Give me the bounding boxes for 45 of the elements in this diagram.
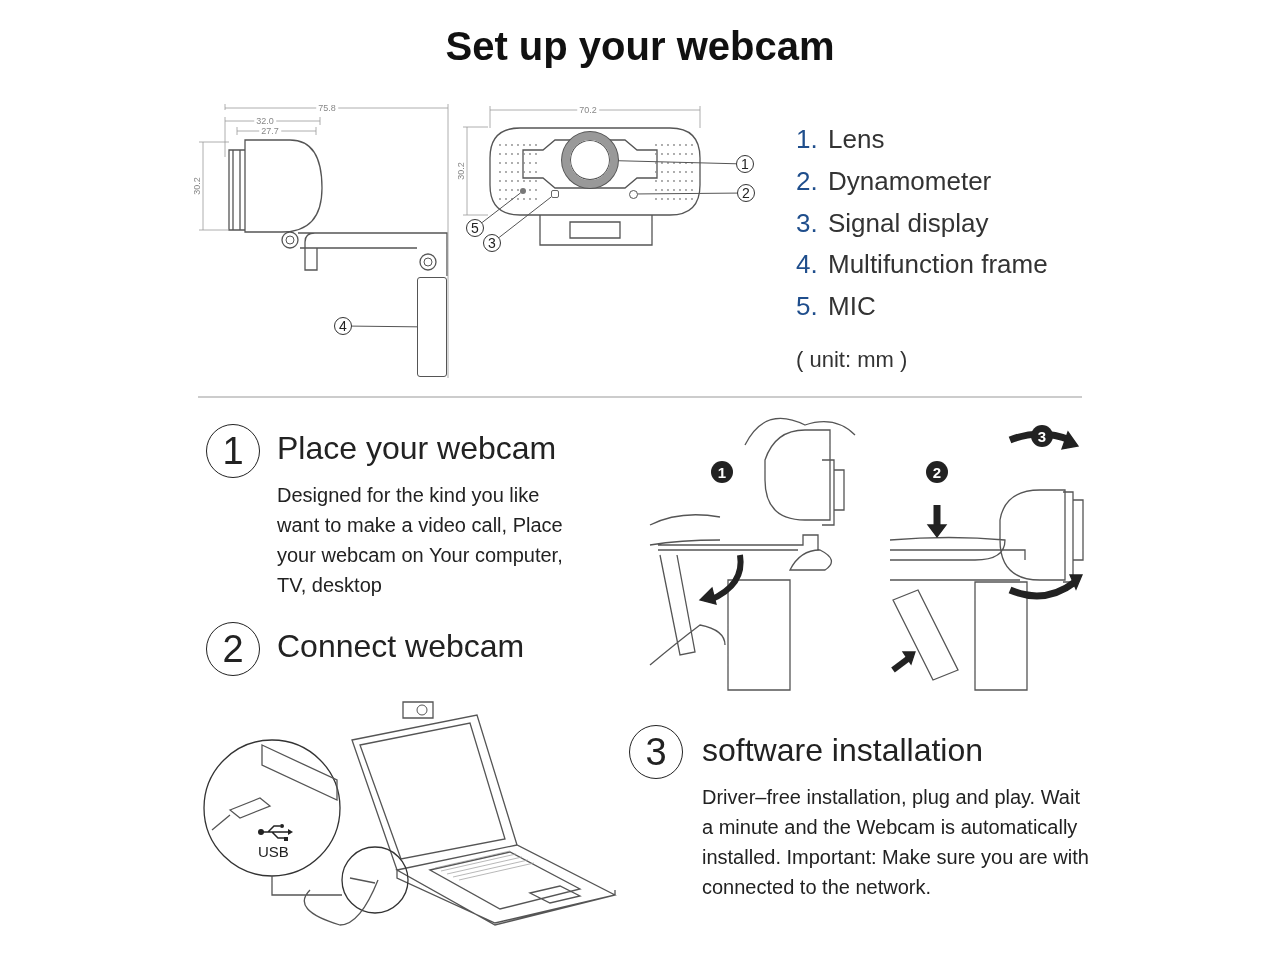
step-number: 3 [629,725,683,779]
part-name: Multifunction frame [828,249,1048,280]
leader-line [481,192,522,223]
leader-line [498,196,552,238]
part-name: MIC [828,291,876,322]
dimension-value: 75.8 [316,103,338,113]
list-number: 5. [796,291,818,322]
callout-number: 2 [737,184,755,202]
camera-lens [562,132,618,188]
leader-line [617,160,737,165]
power-indicator [628,189,638,199]
step-heading: Place your webcam [277,430,558,467]
step-description: Driver–free installation, plug and play. Wait a minute and the Webcam is automatically installed. Important: Make sure you are with connected to the network. [702,785,1090,900]
dimension-value: 70.2 [577,105,599,115]
list-number: 3. [796,208,818,239]
step-number: 1 [711,461,733,483]
step-heading: software installation [702,732,985,769]
dimension-value: 30.2 [192,175,202,197]
dimension-value: 32.0 [254,116,276,126]
microphone-hole [520,188,526,194]
part-name: Dynamometer [828,166,992,197]
step-number: 2 [206,622,260,676]
step-number: 3 [1031,425,1053,447]
list-number: 2. [796,166,818,197]
callout-number: 5 [466,219,484,237]
step-number: 1 [206,424,260,478]
list-number: 4. [796,249,818,280]
dimension-value: 27.7 [259,126,281,136]
list-number: 1. [796,124,818,155]
signal-indicator [551,190,559,198]
step-description: Designed for the kind you like want to make a video call, Place your webcam on Your computer, TV, desktop [277,483,564,598]
part-name: Signal display [828,208,989,239]
step-number: 2 [926,461,948,483]
leader-line [637,192,738,195]
mounting-frame [417,277,447,377]
leader-line [351,325,418,328]
unit-note: ( unit: mm ) [796,347,908,373]
title: Set up your webcam [444,24,836,69]
step-heading: Connect webcam [277,628,526,665]
port-label: USB [258,843,289,860]
callout-number: 1 [736,155,754,173]
dimension-value: 30.2 [456,160,466,182]
callout-number: 3 [483,234,501,252]
part-name: Lens [828,124,885,155]
callout-number: 4 [334,317,352,335]
